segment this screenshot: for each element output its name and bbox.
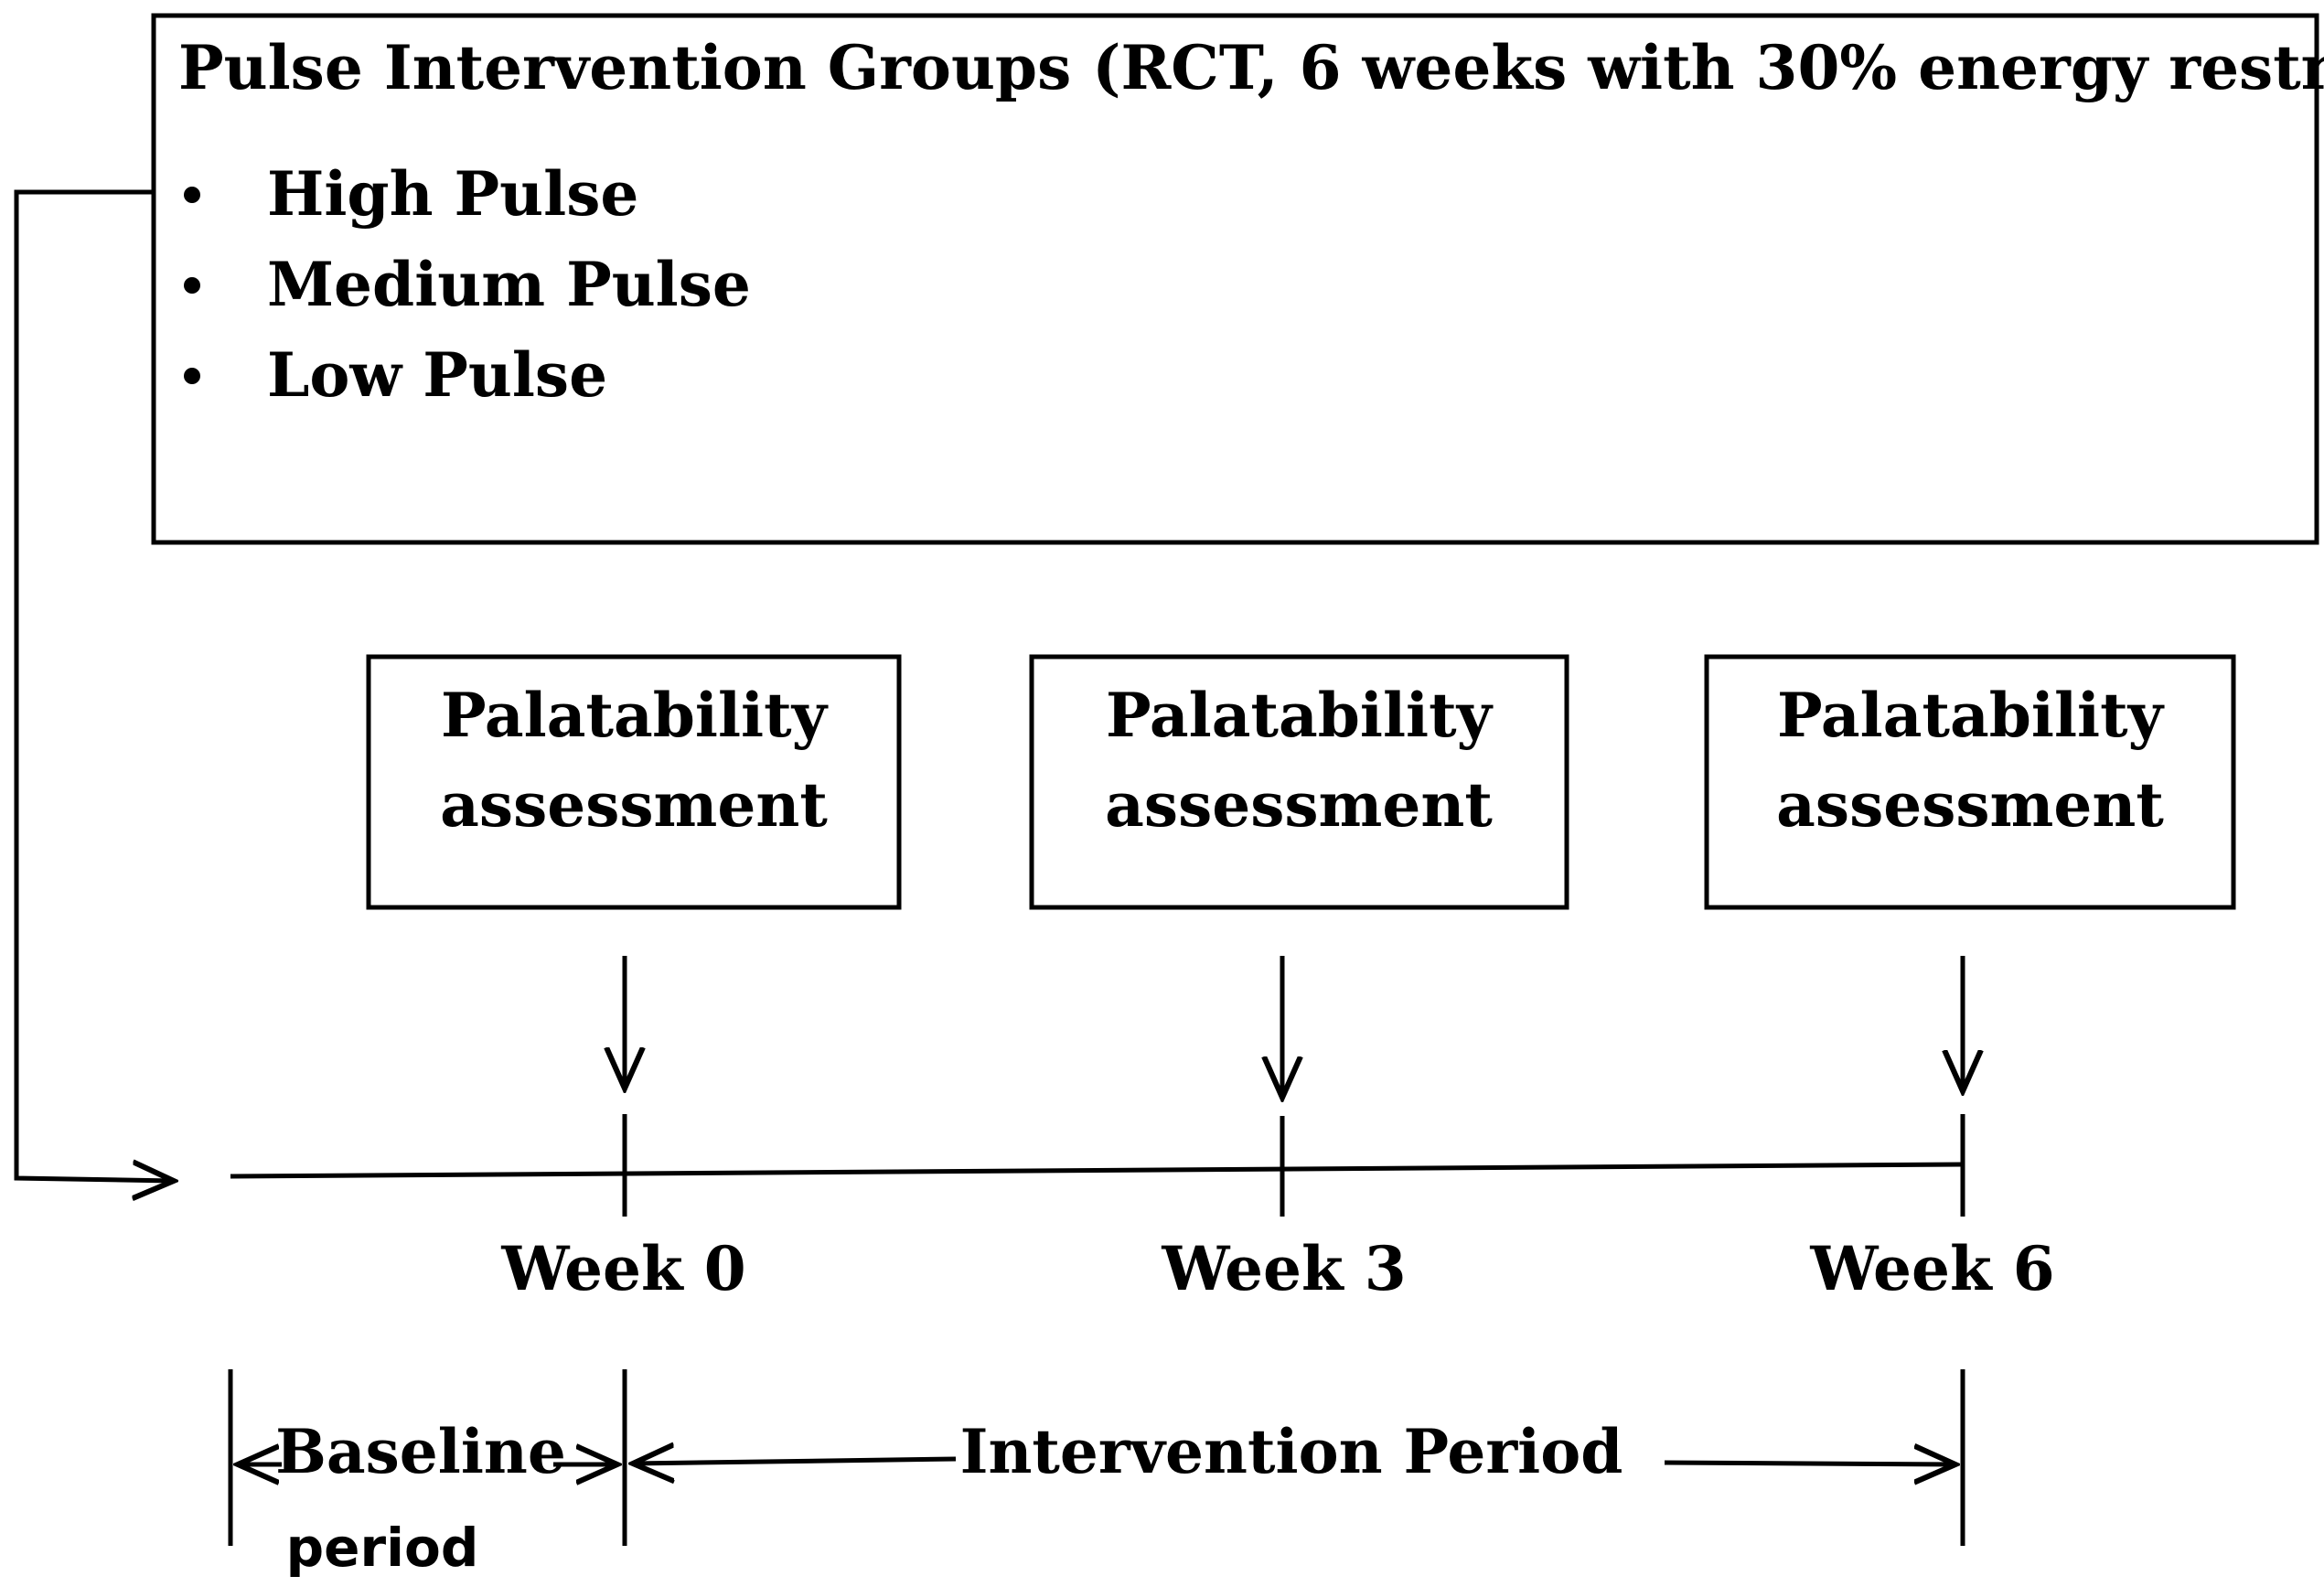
group-item-low: Low Pulse	[267, 339, 607, 411]
assessment-label-line2: assessment	[1776, 769, 2164, 841]
bullet-icon	[184, 187, 200, 203]
intervention-right-arrow	[1664, 1463, 1955, 1464]
intervention-left-arrow	[633, 1459, 957, 1464]
week-label-3: Week 3	[1161, 1233, 1406, 1304]
groups-box-title: Pulse Intervention Groups (RCT, 6 weeks …	[178, 32, 2324, 103]
connector-arrow	[14, 189, 174, 1181]
assessment-label-line2: assessment	[440, 769, 828, 841]
assessment-box-week-6: Palatability assessment	[1704, 654, 2236, 910]
bullet-icon	[184, 277, 200, 294]
assessment-box-week-0: Palatability assessment	[366, 654, 902, 910]
assessment-label-line1: Palatability	[441, 680, 829, 751]
bullet-icon	[184, 368, 200, 384]
week-label-0: Week 0	[500, 1233, 745, 1304]
assessment-label-line1: Palatability	[1777, 680, 2165, 751]
group-item-high: High Pulse	[267, 158, 638, 230]
groups-box: Pulse Intervention Groups (RCT, 6 weeks …	[151, 13, 2324, 545]
assessment-label-line2: assessment	[1105, 769, 1493, 841]
assessment-box-week-3: Palatability assessment	[1029, 654, 1569, 910]
intervention-period-label: Intervention Period	[960, 1416, 1623, 1487]
assessment-label-line1: Palatability	[1106, 680, 1494, 751]
group-item-medium: Medium Pulse	[267, 249, 751, 320]
baseline-period-label-line2: period	[286, 1517, 479, 1579]
baseline-period-label: Baseline	[275, 1416, 566, 1487]
timeline-axis	[230, 1162, 1964, 1179]
week-label-6: Week 6	[1809, 1233, 2054, 1304]
